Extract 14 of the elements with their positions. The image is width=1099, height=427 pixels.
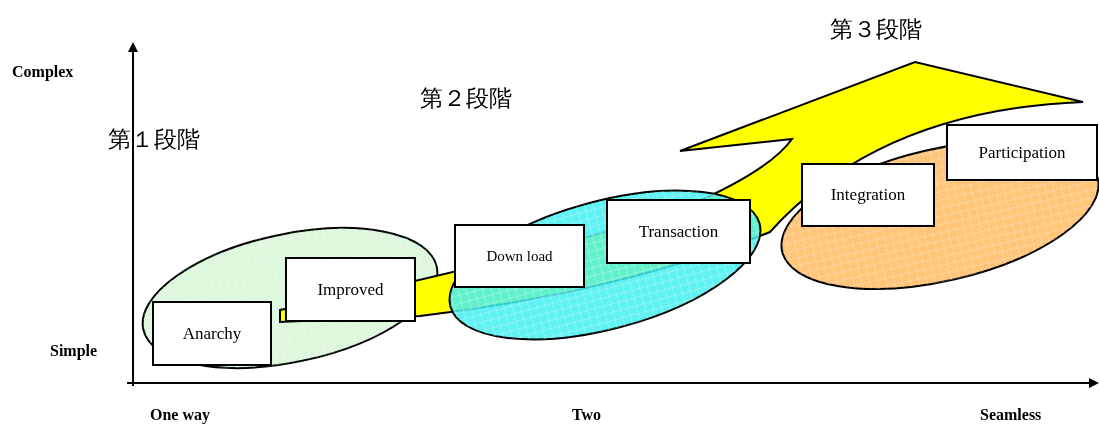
stage-heading: 第１段階 [108,126,200,154]
stage-box: Anarchy [152,301,272,366]
stage-heading: 第２段階 [420,85,512,113]
stage-box: Down load [454,224,585,288]
stage-box: Integration [801,163,935,227]
axis-label: Two [572,406,602,424]
axis-label: Simple [50,342,98,360]
stage-box: Improved [285,257,416,322]
axis-label: Seamless [980,406,1042,424]
stage-box: Transaction [606,199,751,264]
stage-box: Participation [946,124,1098,181]
axis-label: Complex [12,63,74,81]
stage-heading: 第３段階 [830,16,922,44]
axis-label: One way [150,406,210,424]
